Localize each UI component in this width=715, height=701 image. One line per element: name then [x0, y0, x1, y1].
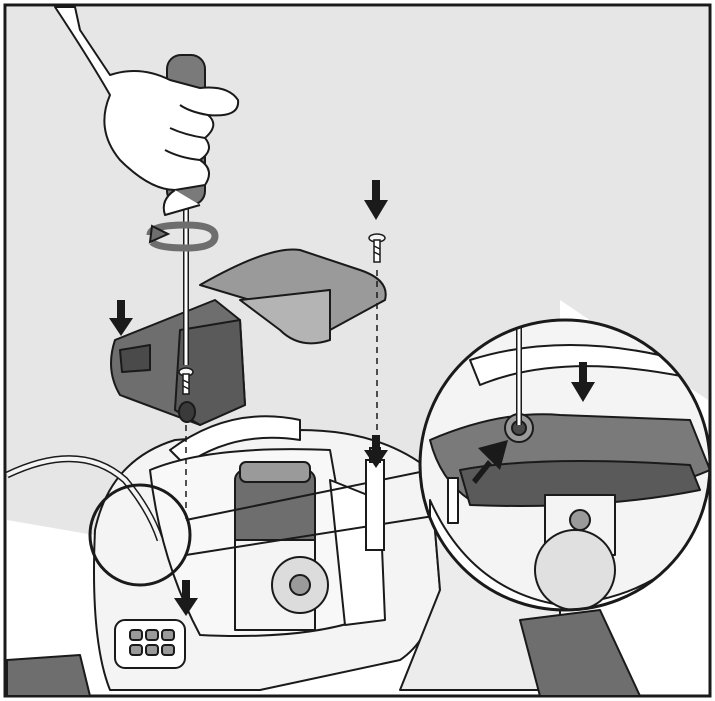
cover-front-face: [174, 319, 246, 426]
diagonal-arrow-icon: [472, 440, 508, 484]
screw-icon: [368, 233, 386, 263]
track-right: [519, 609, 641, 697]
zoom-screw-post: [447, 477, 459, 524]
impeller-hub: [289, 574, 311, 596]
zoom-impeller: [534, 529, 616, 610]
cover-arch: [239, 289, 331, 345]
screw-icon: [178, 367, 194, 395]
down-arrow-icon: [174, 580, 198, 616]
cover-part: [110, 248, 387, 426]
callout-connector-bottom: [185, 514, 441, 556]
down-arrow-icon: [364, 180, 388, 220]
motor-top: [239, 461, 311, 483]
power-cable-inner: [6, 456, 162, 541]
grille-holes: [129, 629, 175, 656]
cover-screw-hole: [178, 401, 196, 423]
down-arrow-icon: [109, 300, 133, 336]
track-left: [6, 654, 91, 697]
detail-circle-small: [88, 483, 192, 587]
cover-left-notch: [119, 344, 151, 373]
zoom-bracket-face: [459, 460, 701, 507]
cover-top-shell: [199, 248, 387, 331]
robot-handle: [169, 415, 301, 466]
callout-connector-top: [185, 469, 431, 521]
hand-icon: [54, 6, 240, 216]
rotation-arrow-icon: [146, 221, 219, 252]
down-arrow-icon: [364, 435, 388, 468]
magnifier-callout-icon: [418, 318, 712, 612]
